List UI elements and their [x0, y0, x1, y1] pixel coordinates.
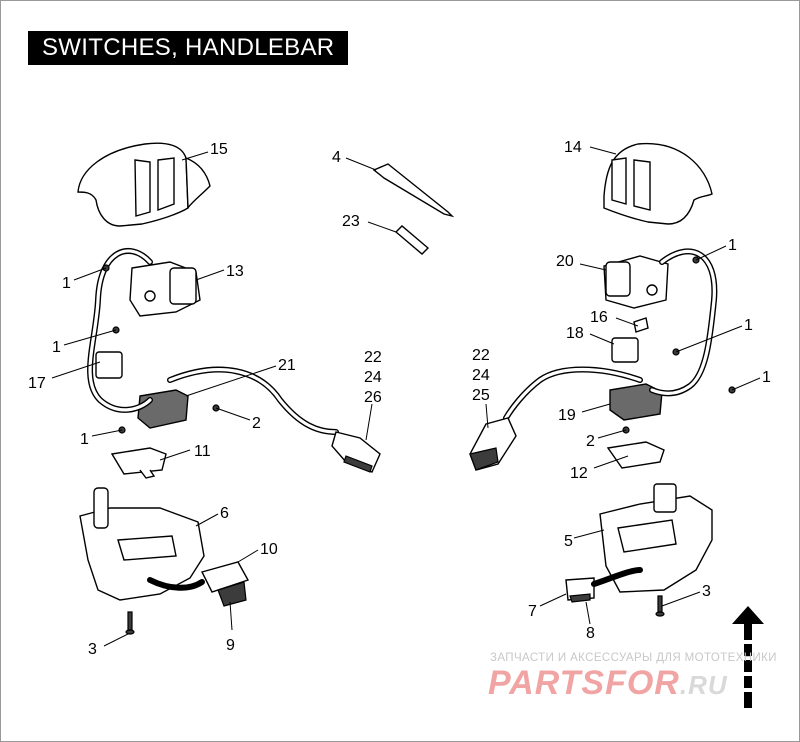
callout-24-right: 24 — [472, 367, 490, 384]
callout-19: 19 — [558, 407, 576, 424]
right-small-switch — [611, 337, 639, 363]
callout-14: 14 — [564, 139, 582, 156]
callout-3-left: 3 — [88, 641, 97, 658]
right-bracket — [606, 441, 665, 469]
left-lower-housing — [79, 487, 205, 601]
watermark-brand: PARTSFOR — [488, 664, 680, 702]
callout-10: 10 — [260, 541, 278, 558]
callout-12: 12 — [570, 465, 588, 482]
left-switch-module — [129, 261, 201, 317]
callout-20: 20 — [556, 253, 574, 270]
callout-23: 23 — [342, 213, 360, 230]
callout-26: 26 — [364, 389, 382, 406]
left-lower-connector — [200, 561, 250, 607]
callout-1-right-a: 1 — [728, 237, 737, 254]
callout-22-right: 22 — [472, 347, 490, 364]
callout-6: 6 — [220, 505, 229, 522]
callout-labels: 15 14 4 23 13 1 1 17 21 1 2 11 22 24 26 … — [28, 139, 771, 658]
leader-lines — [51, 146, 761, 647]
callout-1-left-c: 1 — [80, 431, 89, 448]
left-connector — [331, 431, 381, 473]
left-bracket — [110, 447, 167, 479]
callout-7: 7 — [528, 603, 537, 620]
callout-4: 4 — [332, 149, 341, 166]
callout-1-right-b: 1 — [744, 317, 753, 334]
callout-3-right: 3 — [702, 583, 711, 600]
callout-18: 18 — [566, 325, 584, 342]
right-lower-housing — [599, 483, 713, 593]
left-screw — [125, 611, 135, 635]
right-switch-cover — [609, 383, 663, 421]
callout-21: 21 — [278, 357, 296, 374]
callout-17: 17 — [28, 375, 46, 392]
right-lower-connector — [565, 577, 595, 603]
left-lower-wire — [147, 577, 205, 591]
forward-direction-arrow — [732, 606, 764, 708]
left-small-switch — [95, 351, 123, 379]
watermark-tagline: ЗАПЧАСТИ И АКСЕССУАРЫ ДЛЯ МОТОТЕХНИКИ — [490, 652, 777, 664]
watermark-logo: PARTSFOR.RU — [488, 664, 728, 703]
right-upper-housing — [603, 142, 713, 225]
callout-16: 16 — [590, 309, 608, 326]
right-lower-wire — [591, 567, 643, 587]
callout-13: 13 — [226, 263, 244, 280]
callout-1-left-b: 1 — [52, 339, 61, 356]
diagram-title: SWITCHES, HANDLEBAR — [28, 31, 349, 65]
callout-22-left: 22 — [364, 349, 382, 366]
watermark-domain: .RU — [679, 670, 728, 700]
callout-2-right: 2 — [586, 433, 595, 450]
right-switch-module — [603, 255, 669, 309]
left-switch-cover — [137, 389, 189, 429]
callout-11: 11 — [194, 443, 211, 460]
callout-1-right-c: 1 — [762, 369, 771, 386]
sleeve — [394, 225, 430, 255]
right-small-clip — [633, 317, 649, 333]
callout-1-left-a: 1 — [62, 275, 71, 292]
callout-5: 5 — [564, 533, 573, 550]
left-upper-housing — [77, 142, 211, 227]
callout-8: 8 — [586, 625, 595, 642]
callout-15: 15 — [210, 141, 228, 158]
callout-25: 25 — [472, 387, 490, 404]
callout-9: 9 — [226, 637, 235, 654]
callout-24-left: 24 — [364, 369, 382, 386]
cable-strap — [372, 163, 455, 218]
right-connector — [469, 417, 517, 471]
callout-2-left: 2 — [252, 415, 261, 432]
right-screw — [655, 595, 665, 617]
